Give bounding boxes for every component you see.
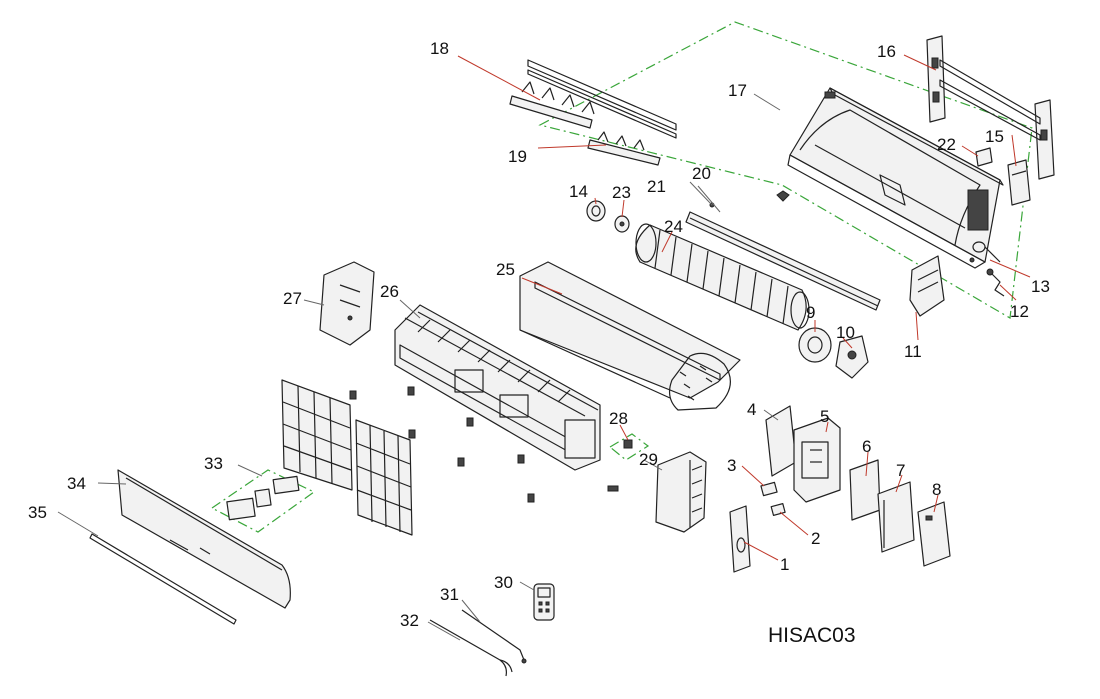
label-part-4: 4 — [747, 400, 756, 419]
part-air-filter-left — [281, 379, 353, 491]
part-decorative-strip — [89, 533, 237, 625]
label-part-10: 10 — [836, 323, 855, 342]
part-evaporator — [519, 261, 741, 411]
label-part-32: 32 — [400, 611, 419, 630]
label-part-2: 2 — [811, 529, 820, 548]
part-bracket-11 — [909, 255, 945, 317]
label-part-7: 7 — [896, 461, 905, 480]
label-part-26: 26 — [380, 282, 399, 301]
label-part-27: 27 — [283, 289, 302, 308]
part-terminal-3 — [760, 481, 778, 497]
part-side-clip — [1007, 159, 1031, 206]
label-part-15: 15 — [985, 127, 1004, 146]
part-cross-flow-fan — [635, 223, 810, 331]
part-fan-motor — [798, 327, 832, 363]
part-louver-lower — [587, 131, 661, 166]
label-part-20: 20 — [692, 164, 711, 183]
label-part-3: 3 — [727, 456, 736, 475]
part-hardware-12 — [986, 268, 1005, 297]
part-bracket-22 — [975, 147, 993, 167]
part-right-cover — [655, 451, 707, 533]
label-part-31: 31 — [440, 585, 459, 604]
label-part-28: 28 — [609, 409, 628, 428]
label-part-19: 19 — [508, 147, 527, 166]
part-cable-31 — [461, 609, 527, 664]
label-part-11: 11 — [904, 342, 922, 361]
label-part-6: 6 — [862, 437, 871, 456]
part-remote-control — [533, 583, 555, 621]
label-part-5: 5 — [820, 407, 829, 426]
part-clips — [349, 386, 619, 503]
group-boundary-top — [538, 21, 1033, 319]
part-cable-32 — [429, 619, 513, 677]
part-display-board — [226, 475, 300, 521]
label-part-17: 17 — [728, 81, 747, 100]
label-part-22: 22 — [937, 135, 956, 154]
label-part-18: 18 — [430, 39, 449, 58]
part-board-6 — [849, 459, 881, 521]
part-mounting-plate — [926, 35, 1055, 180]
label-part-16: 16 — [877, 42, 896, 61]
part-board-7 — [877, 481, 915, 553]
part-display-receiver — [729, 505, 751, 573]
label-part-24: 24 — [664, 217, 683, 236]
part-number-labels: 1 2 3 4 5 6 7 8 9 10 11 12 13 14 15 16 1… — [28, 39, 1050, 630]
part-front-frame — [394, 304, 601, 471]
part-side-cover — [319, 261, 375, 346]
label-part-35: 35 — [28, 503, 47, 522]
label-part-33: 33 — [204, 454, 223, 473]
label-part-9: 9 — [806, 303, 815, 322]
label-part-12: 12 — [1010, 302, 1029, 321]
group-boundary-sensor — [608, 433, 650, 461]
part-control-box — [793, 417, 841, 503]
part-louver-upper — [509, 59, 677, 139]
group-boundary-display-board — [210, 469, 316, 533]
label-part-25: 25 — [496, 260, 515, 279]
label-part-30: 30 — [494, 573, 513, 592]
part-chassis — [787, 87, 1004, 269]
label-part-23: 23 — [612, 183, 631, 202]
part-hardware-13 — [972, 241, 1001, 263]
label-part-14: 14 — [569, 182, 588, 201]
part-air-filter-right — [355, 419, 413, 536]
part-screw-top — [776, 190, 790, 202]
model-code-label: HISAC03 — [768, 624, 856, 647]
part-screw — [969, 257, 975, 263]
part-sensor — [623, 439, 633, 449]
part-motor-23 — [614, 215, 630, 233]
label-part-13: 13 — [1031, 277, 1050, 296]
label-part-8: 8 — [932, 480, 941, 499]
part-front-panel — [117, 469, 291, 609]
label-part-34: 34 — [67, 474, 86, 493]
label-part-21: 21 — [647, 177, 666, 196]
leader-lines — [57, 54, 1031, 641]
label-part-1: 1 — [780, 555, 789, 574]
part-air-guide-rail — [685, 202, 881, 311]
part-control-box-cover — [765, 405, 797, 477]
part-motor-clamp — [835, 335, 869, 379]
label-part-29: 29 — [639, 450, 658, 469]
part-terminal-2 — [770, 502, 786, 516]
